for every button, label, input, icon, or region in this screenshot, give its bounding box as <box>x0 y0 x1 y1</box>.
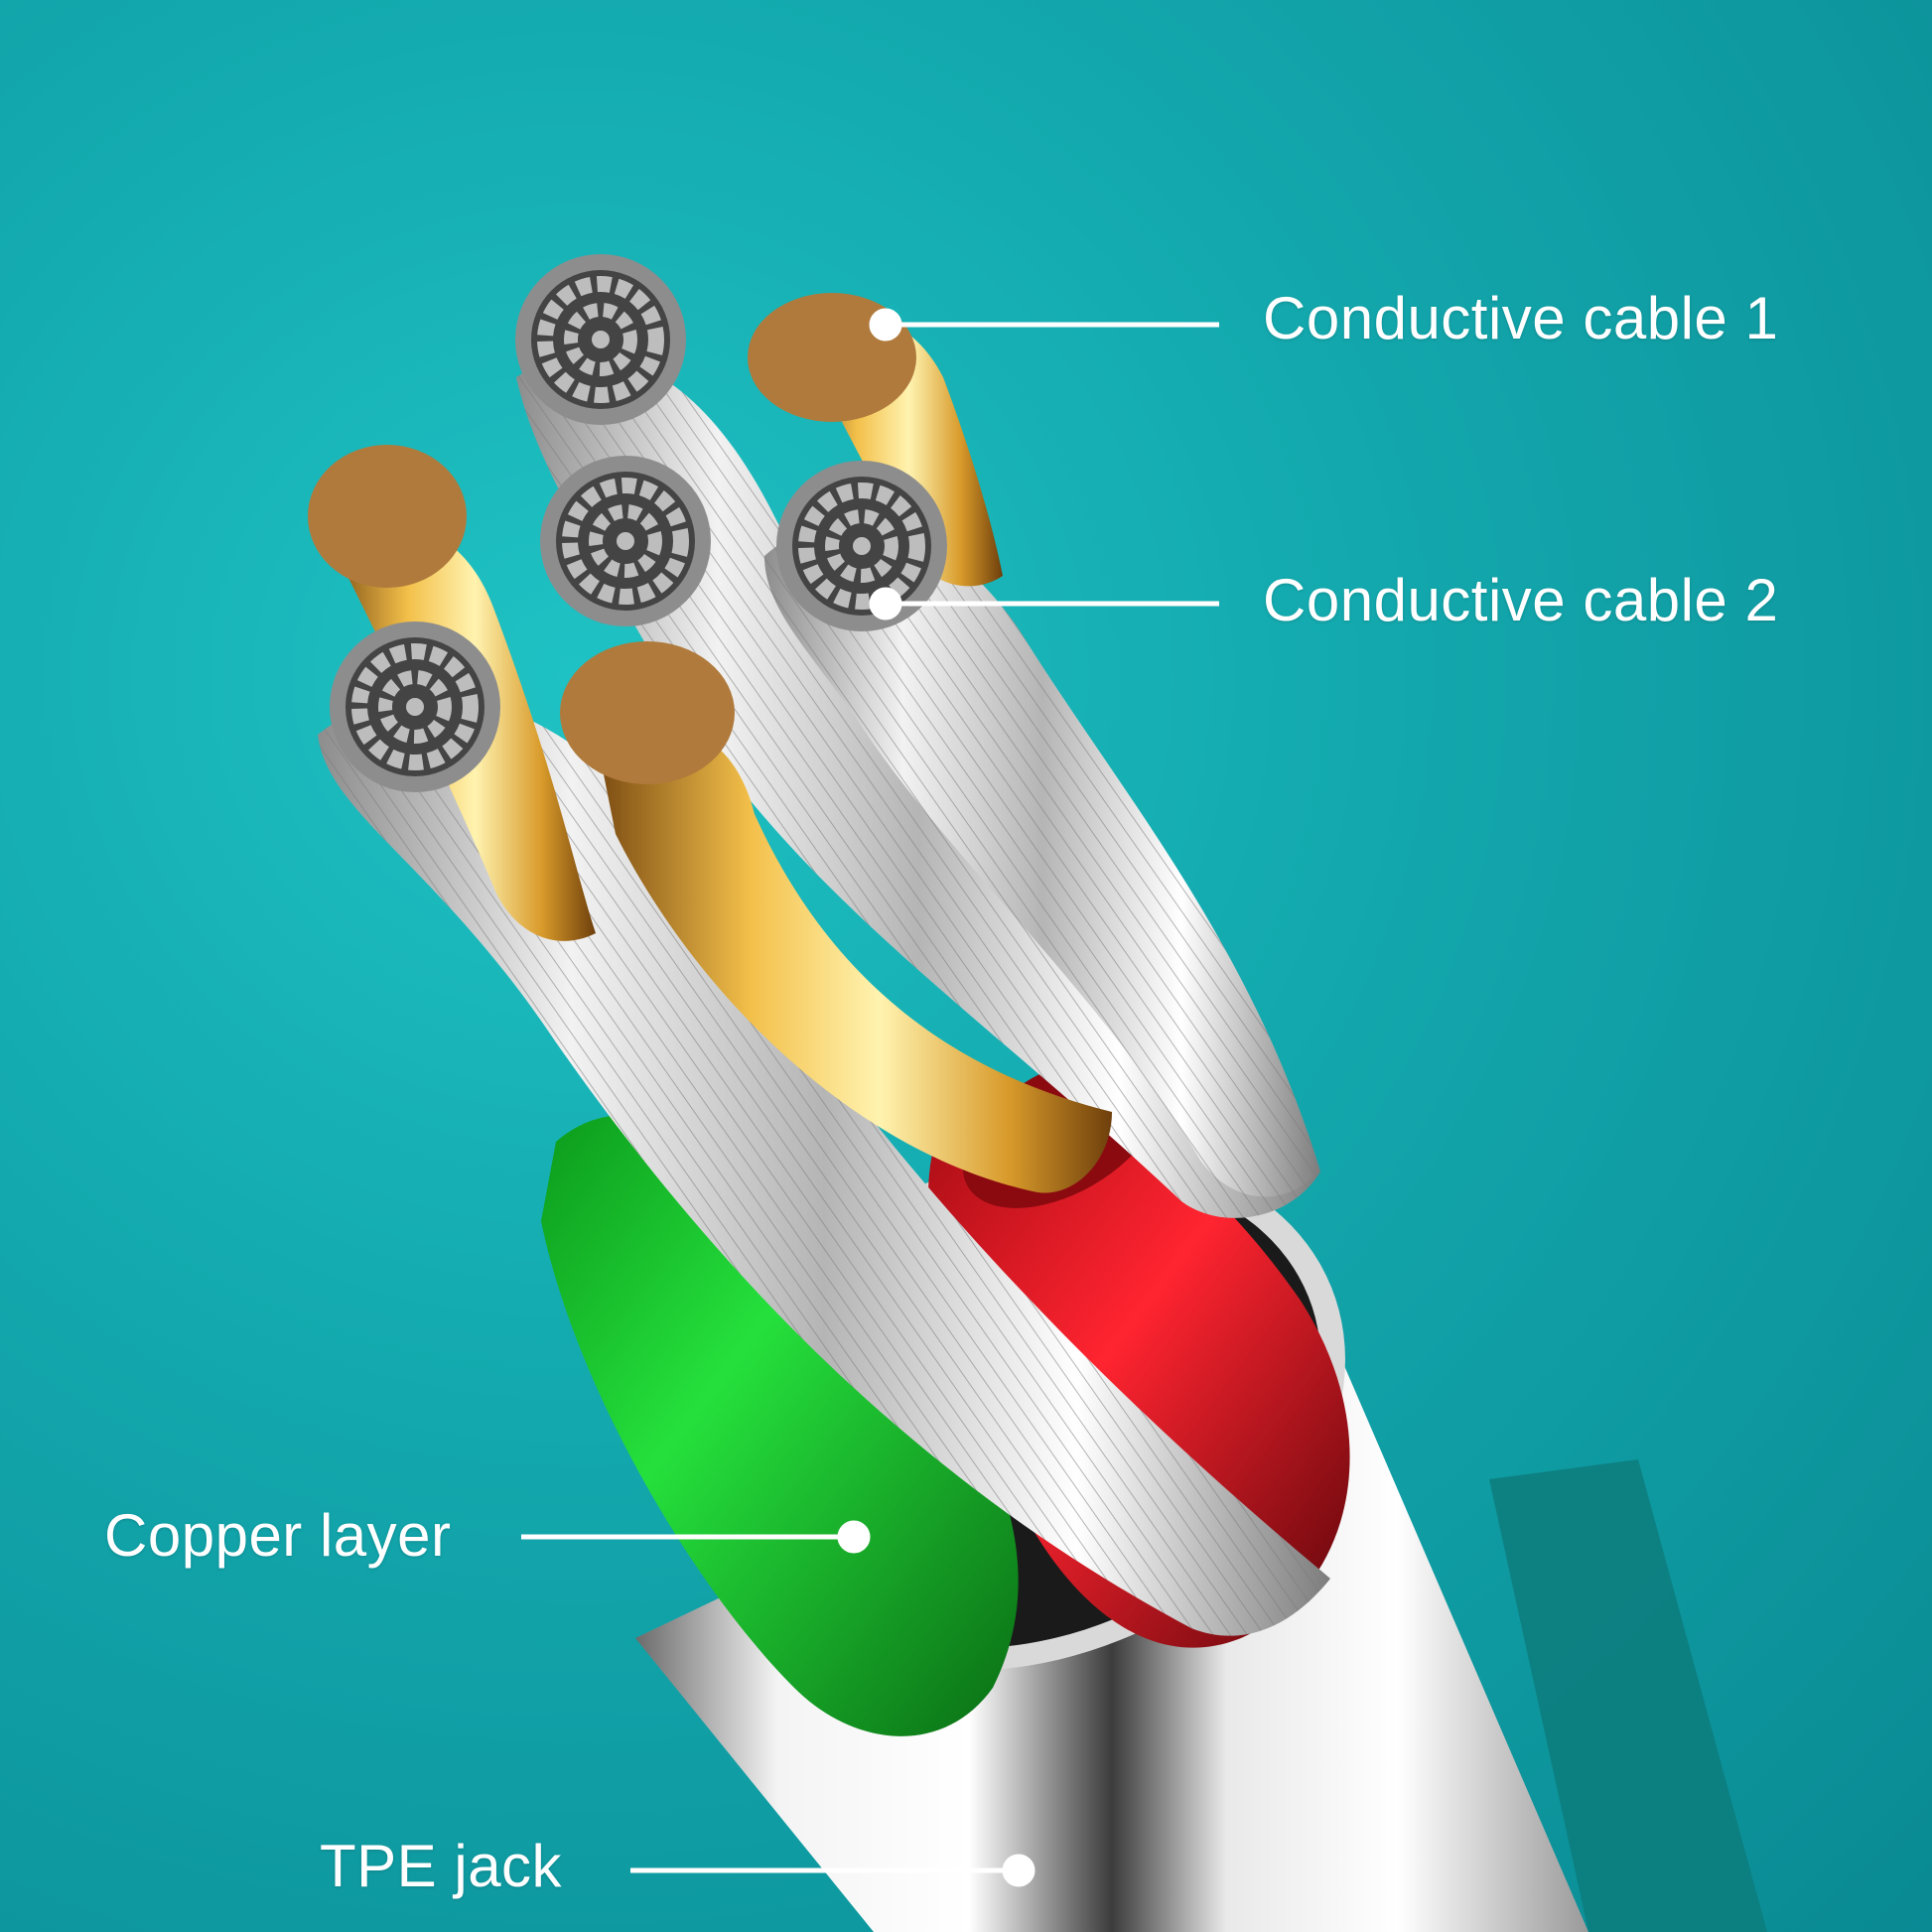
callout-dot-cable-1 <box>869 308 902 342</box>
strand-end-4 <box>330 621 500 792</box>
strand-end-3 <box>776 461 947 631</box>
label-conductive-cable-2: Conductive cable 2 <box>1263 567 1779 633</box>
callout-lines <box>521 308 1219 1887</box>
strand-end-2 <box>540 456 711 626</box>
callout-dot-tpe <box>1002 1854 1035 1887</box>
strand-end-1 <box>515 254 686 425</box>
label-copper-layer: Copper layer <box>104 1502 452 1569</box>
stranded-conductor-ends <box>330 254 947 792</box>
label-conductive-cable-1: Conductive cable 1 <box>1263 285 1779 351</box>
callout-dot-cable-2 <box>869 587 902 621</box>
green-wire <box>541 1115 1019 1736</box>
callout-dot-copper <box>837 1520 871 1554</box>
label-tpe-jack: TPE jack <box>320 1833 563 1899</box>
